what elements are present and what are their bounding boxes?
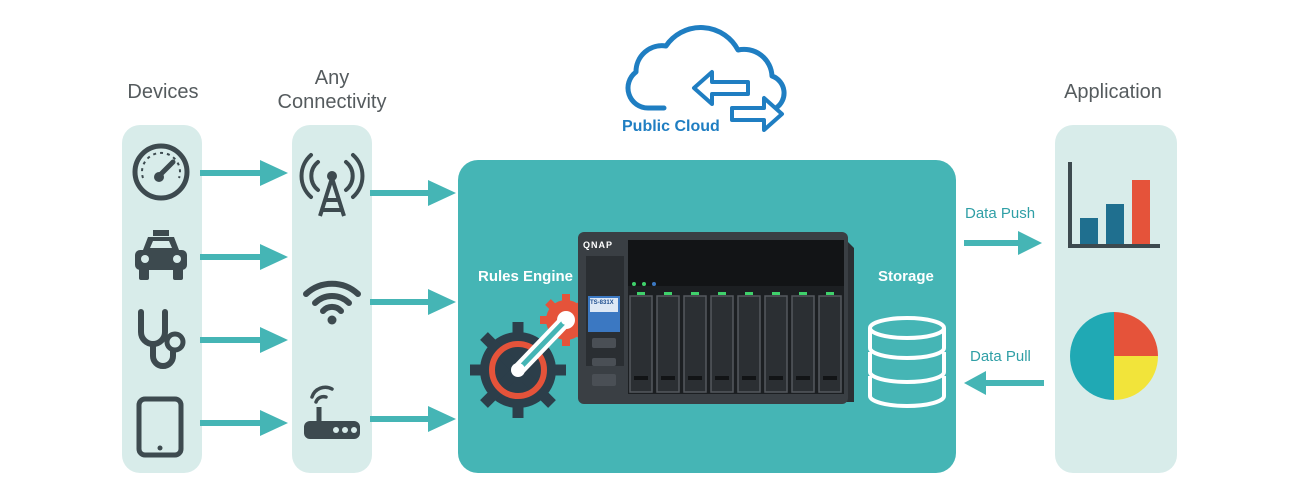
rules-engine-label: Rules Engine [478, 268, 574, 285]
devices-title: Devices [127, 81, 199, 103]
connectivity-title-line1: Any [314, 67, 350, 89]
arrow-devices-4 [200, 410, 288, 436]
stethoscope-icon [138, 309, 186, 369]
arrow-connectivity-3 [370, 406, 456, 432]
arrow-connectivity-1 [370, 180, 456, 206]
application-title: Application [1064, 81, 1162, 103]
car-icon [135, 230, 187, 280]
data-push-label: Data Push [965, 205, 1036, 222]
data-pull-label: Data Pull [970, 348, 1031, 365]
tablet-icon [136, 396, 184, 458]
nas-device-icon [578, 232, 854, 404]
nas-brand-label: QNAP [583, 240, 614, 250]
wifi-icon [303, 280, 361, 325]
speedometer-icon [132, 143, 190, 201]
pie-chart-icon [1070, 312, 1158, 400]
arrow-connectivity-2 [370, 289, 456, 315]
bar-chart-icon [1068, 162, 1160, 248]
arrow-devices-3 [200, 327, 288, 353]
connectivity-title-line2: Connectivity [277, 91, 387, 113]
database-icon [868, 316, 946, 408]
nas-model-label: TS-831X [590, 300, 614, 306]
public-cloud-label: Public Cloud [622, 118, 720, 135]
cloud-icon [625, 25, 787, 132]
cell-tower-icon [299, 153, 365, 217]
router-icon [304, 385, 360, 439]
storage-label: Storage [878, 268, 934, 285]
data-push-arrow [964, 231, 1042, 255]
arrow-devices-1 [200, 160, 288, 186]
application-panel [1055, 125, 1177, 473]
arrow-devices-2 [200, 244, 288, 270]
data-pull-arrow [964, 371, 1044, 395]
